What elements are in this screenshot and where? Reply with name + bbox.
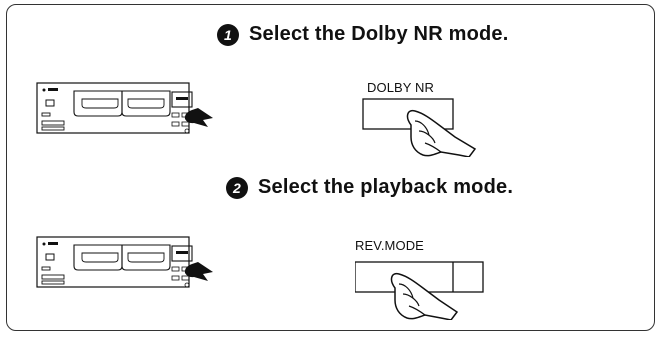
dolby-nr-button-label: DOLBY NR <box>367 80 435 95</box>
step-2-heading: 2 Select the playback mode. <box>226 176 513 199</box>
hand-pressing-button-icon <box>362 98 477 157</box>
dolby-nr-button-illustration <box>355 97 495 157</box>
rev-mode-button-label: REV.MODE <box>355 238 424 253</box>
step-2-instruction: Select the playback mode. <box>258 176 514 198</box>
step-2-number-icon: 2 <box>226 176 248 199</box>
step-1-heading: 1 Select the Dolby NR mode. <box>217 23 509 46</box>
cassette-deck-icon <box>36 82 213 134</box>
rev-mode-button-illustration <box>355 260 495 320</box>
step-1-number-icon: 1 <box>217 23 239 46</box>
cassette-deck-icon <box>36 236 213 288</box>
hand-pressing-button-icon <box>355 261 484 320</box>
cassette-deck-illustration <box>36 236 214 290</box>
step-1-instruction: Select the Dolby NR mode. <box>249 23 509 45</box>
cassette-deck-illustration <box>36 82 214 136</box>
